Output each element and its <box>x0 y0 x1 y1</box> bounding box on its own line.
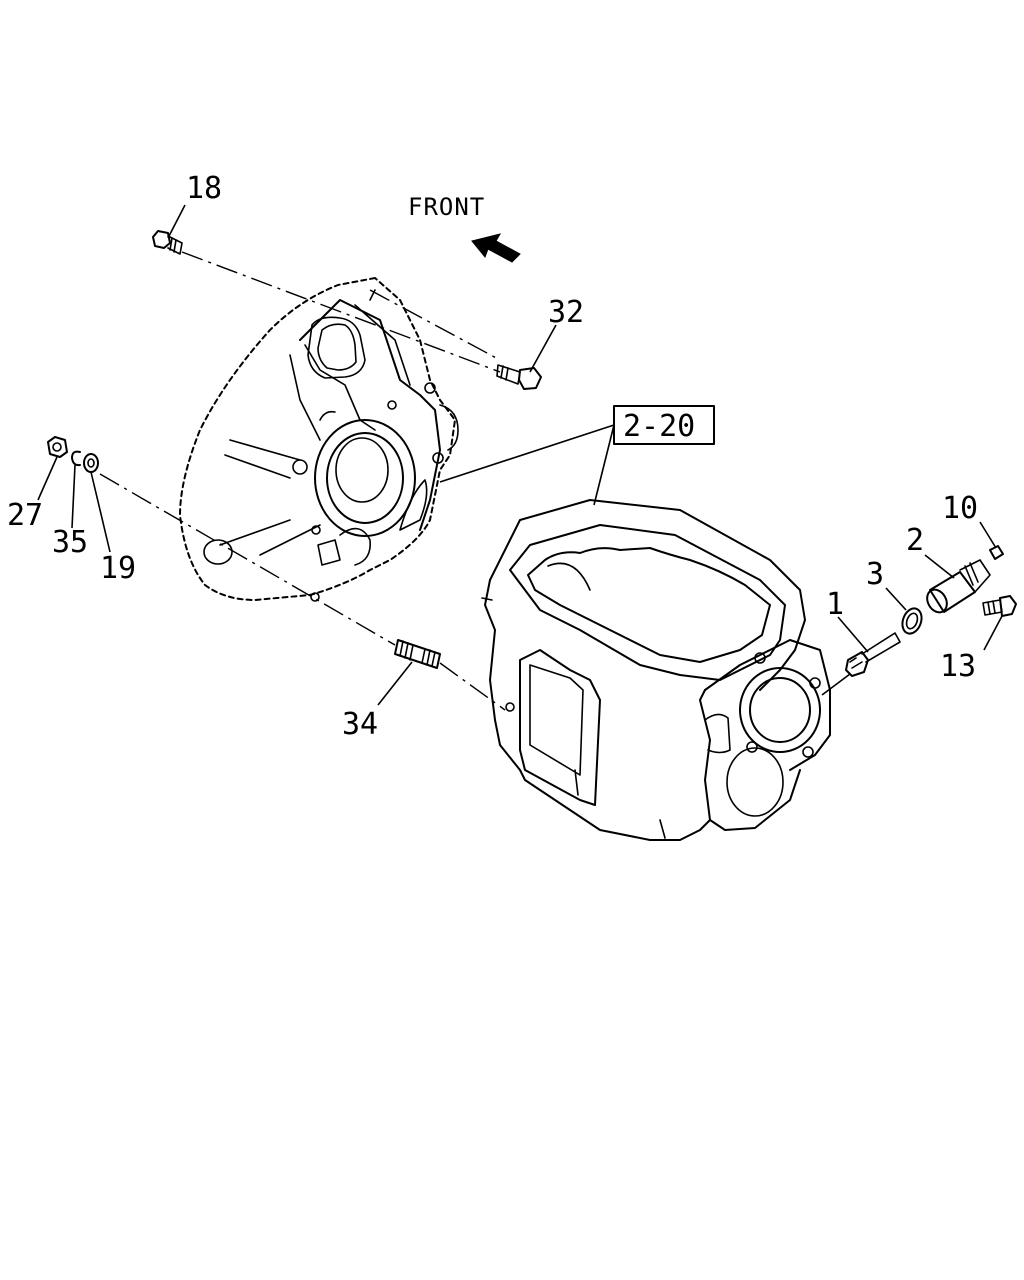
part-3-o-ring <box>901 607 923 635</box>
part-2-sleeve <box>926 559 991 614</box>
callout-34: 34 <box>342 707 378 742</box>
callout-13: 13 <box>940 649 976 684</box>
front-arrow-icon <box>471 233 521 263</box>
front-indicator: FRONT <box>408 193 521 263</box>
leader-1 <box>837 616 869 653</box>
callout-27: 27 <box>7 498 43 533</box>
leader-2 <box>924 554 955 579</box>
leader-3 <box>885 587 907 611</box>
part-34-stud <box>394 639 441 669</box>
part-13-bolt <box>982 595 1017 617</box>
leader-34 <box>377 661 413 706</box>
leader-19 <box>90 471 111 553</box>
leader-10 <box>979 521 997 549</box>
front-label: FRONT <box>408 193 485 221</box>
part-35-lock-washer <box>71 450 81 467</box>
part-18-bolt <box>152 230 183 255</box>
callout-32: 32 <box>548 295 584 330</box>
leader-13 <box>983 615 1003 651</box>
part-32-bolt <box>496 364 542 390</box>
callout-3: 3 <box>866 557 884 592</box>
assembly-lines <box>99 251 506 711</box>
reference-box: 2-20 <box>439 405 715 506</box>
leader-35 <box>71 464 76 529</box>
leader-1b <box>821 673 851 696</box>
transmission-case <box>481 499 831 841</box>
callout-18: 18 <box>186 171 222 206</box>
leader-18 <box>167 204 186 239</box>
reference-label: 2-20 <box>623 409 695 444</box>
callout-35: 35 <box>52 525 88 560</box>
part-27-nut <box>47 436 68 458</box>
callout-2: 2 <box>906 523 924 558</box>
leader-32 <box>529 324 557 373</box>
part-19-washer <box>83 453 99 473</box>
part-10-plug <box>989 545 1004 560</box>
clutch-housing <box>179 277 459 602</box>
part-1-driven-gear <box>845 632 901 677</box>
callout-10: 10 <box>942 491 978 526</box>
callout-19: 19 <box>100 551 136 586</box>
leader-27 <box>37 456 58 501</box>
callout-1: 1 <box>826 587 844 622</box>
